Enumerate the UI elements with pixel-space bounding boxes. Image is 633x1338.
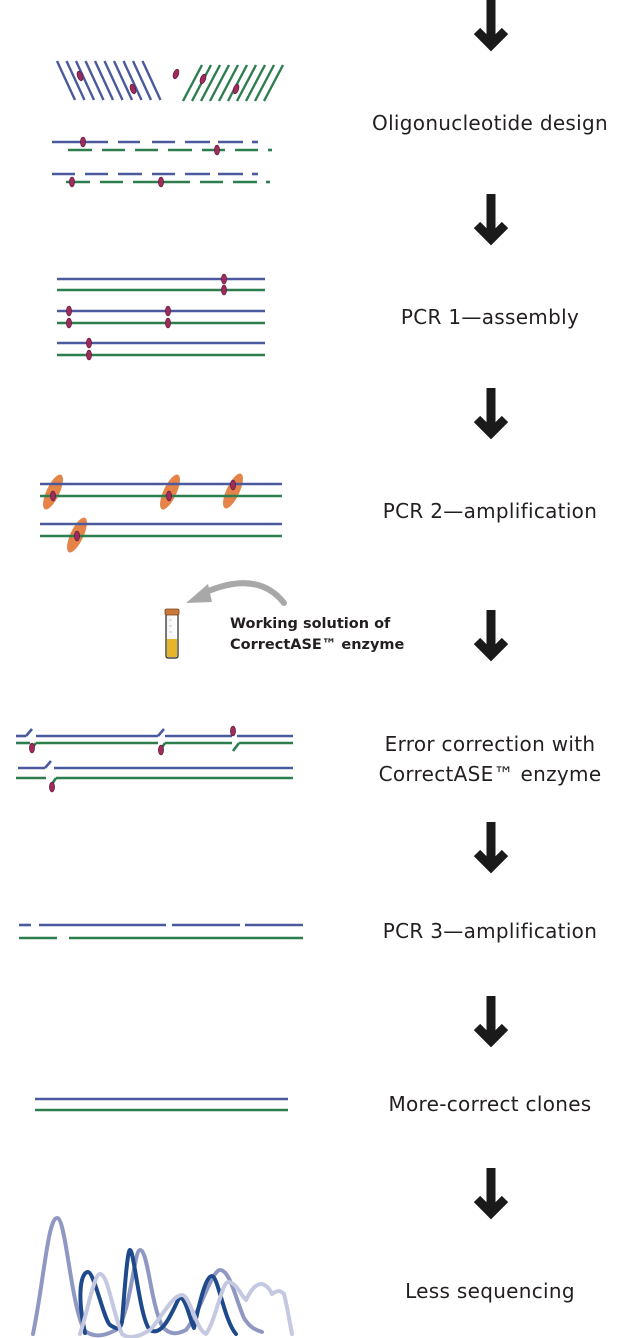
oligo-strand-top [74, 60, 96, 101]
pcr1-illustration [57, 273, 265, 361]
reagent-illustration [164, 580, 287, 659]
sequencing-trace-mid [31, 1216, 264, 1338]
tube-icon [164, 608, 180, 659]
step-label-pcr2-amplification: PCR 2—amplification [382, 499, 598, 523]
down-arrow-icon [473, 822, 509, 874]
error-marker [221, 284, 227, 296]
tube-liquid [167, 639, 177, 657]
step-label-pcr1-assembly: PCR 1—assembly [400, 305, 580, 329]
cut-end [25, 728, 33, 737]
error-marker [49, 781, 55, 793]
error-marker [165, 305, 171, 317]
oligo-strand-top [65, 60, 86, 101]
error-marker [66, 317, 72, 329]
curved-arrow-icon [203, 580, 287, 606]
oligo-strand-bottom [262, 64, 285, 102]
step-label-more-correct-clones: More-correct clones [388, 1092, 592, 1116]
error-marker [86, 337, 92, 349]
cut-end [231, 742, 241, 752]
clones-illustration [35, 1097, 288, 1112]
step-label-oligonucleotide-design: Oligonucleotide design [372, 111, 608, 135]
error-marker [86, 349, 92, 361]
cut-end [44, 760, 52, 769]
oligo-strand-bottom [244, 64, 267, 102]
pcr3-illustration [19, 923, 303, 940]
error-marker [165, 317, 171, 329]
oligo-strand-top [122, 60, 143, 101]
curved-arrow-head [186, 584, 212, 603]
correctase-enzyme-blob [223, 473, 243, 509]
error-marker [232, 83, 240, 95]
oligo-strand-bottom [253, 64, 276, 102]
oligo-strand-bottom [235, 64, 258, 102]
oligo-strand-bottom [208, 64, 231, 102]
oligo-strand-top [103, 60, 124, 101]
reagent-label-line2: CorrectASE™ enzyme [230, 637, 405, 653]
reagent-label: Working solution of CorrectASE™ enzyme [230, 614, 404, 656]
oligo-strand-top [55, 60, 77, 101]
oligo-strand-top [84, 60, 105, 101]
sequencing-trace-dark [78, 1248, 238, 1336]
error-marker [50, 490, 56, 502]
error-marker [166, 490, 172, 502]
oligo-design-illustration [52, 60, 285, 188]
error-marker [69, 176, 75, 188]
step-label-less-sequencing: Less sequencing [405, 1279, 575, 1303]
tube-cap [164, 608, 180, 616]
down-arrow-icon [473, 996, 509, 1048]
down-arrow-icon [473, 194, 509, 246]
error-marker [230, 479, 236, 491]
oligo-strand-top [112, 60, 134, 101]
step-label-error-correction-line1: Error correction with [384, 732, 596, 756]
oligo-strand-bottom [181, 64, 204, 102]
down-arrow-icon [473, 610, 509, 662]
error-marker [158, 176, 164, 188]
error-marker [199, 73, 207, 85]
error-marker [230, 725, 236, 737]
error-marker [158, 744, 164, 756]
error-marker [76, 70, 84, 82]
oligo-strand-bottom [217, 64, 240, 102]
step-label-pcr3-amplification: PCR 3—amplification [382, 919, 598, 943]
step-label-error-correction-line2: CorrectASE™ enzyme [378, 762, 602, 786]
sequencing-trace-illustration [31, 1216, 294, 1338]
oligo-strand-top [93, 60, 115, 101]
error-marker [80, 136, 86, 148]
error-marker [29, 742, 35, 754]
oligo-strand-top [141, 60, 162, 101]
down-arrow-icon [473, 388, 509, 440]
error-correction-illustration [16, 725, 293, 793]
error-marker [129, 83, 137, 95]
sequencing-trace-light [78, 1272, 294, 1338]
oligo-strand-top [131, 60, 153, 101]
error-marker [172, 68, 180, 80]
cut-end [157, 728, 165, 737]
error-marker [66, 305, 72, 317]
error-marker [214, 144, 220, 156]
pcr2-illustration [40, 473, 282, 553]
down-arrow-icon [473, 1168, 509, 1220]
error-marker [74, 530, 80, 542]
oligo-strand-bottom [199, 64, 222, 102]
reagent-label-line1: Working solution of [230, 616, 391, 632]
error-marker [221, 273, 227, 285]
oligo-strand-bottom [226, 64, 249, 102]
down-arrow-icon [473, 0, 509, 52]
